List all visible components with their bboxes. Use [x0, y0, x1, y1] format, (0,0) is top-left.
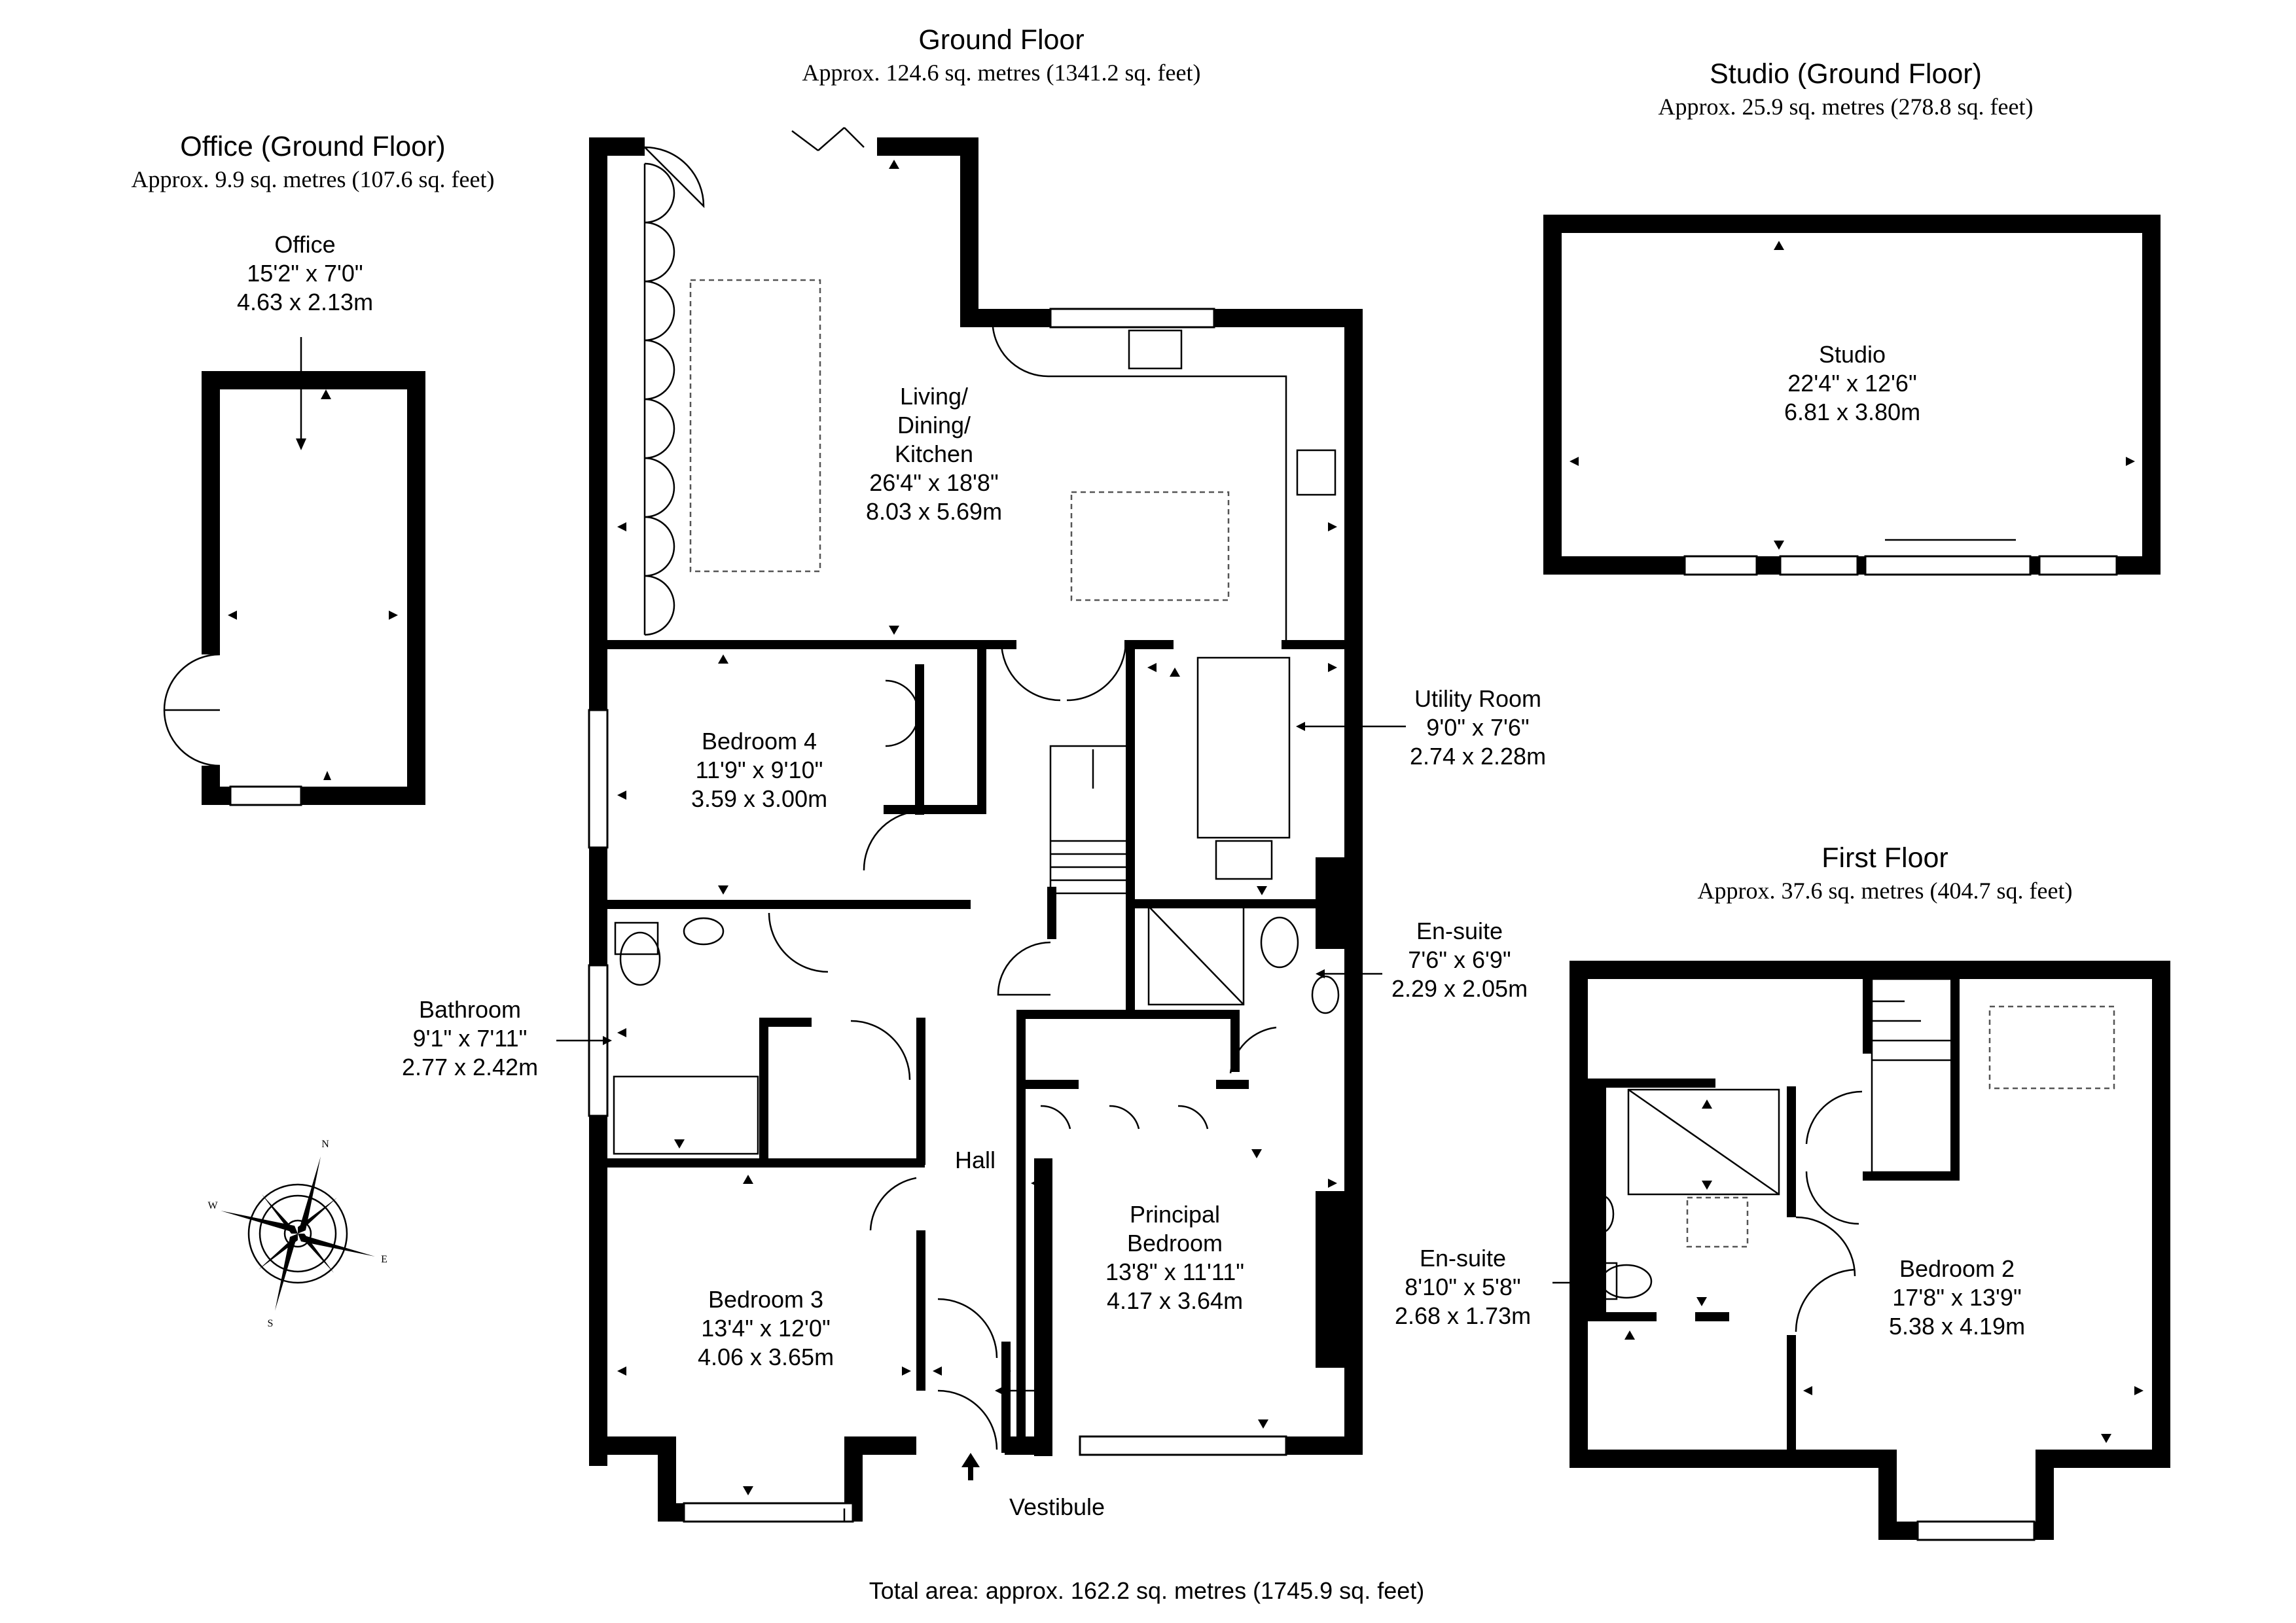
office-title: Office (Ground Floor)	[180, 131, 445, 162]
ground-floor-heading: Ground Floor Approx. 124.6 sq. metres (1…	[802, 24, 1201, 86]
bedroom3-name: Bedroom 3	[708, 1286, 823, 1313]
hall-name: Hall	[955, 1147, 996, 1173]
compass-label-s: S	[268, 1318, 274, 1329]
living-name-line-3: Kitchen	[895, 440, 973, 467]
bedroom4-imperial: 11'9" x 9'10"	[696, 757, 823, 783]
utility-metric: 2.74 x 2.28m	[1410, 743, 1546, 770]
first-floor-stairs	[1871, 978, 1955, 1173]
first-floor-heading: First Floor Approx. 37.6 sq. metres (404…	[1698, 842, 2073, 904]
studio-heading: Studio (Ground Floor) Approx. 25.9 sq. m…	[1659, 58, 2034, 120]
living-name-line-1: Living/	[900, 383, 968, 410]
office-plan: Office 15'2" x 7'0" 4.63 x 2.13m	[163, 231, 425, 806]
studio-area: Approx. 25.9 sq. metres (278.8 sq. feet)	[1659, 94, 2034, 120]
compass-rose: N E S W	[207, 1139, 387, 1329]
living-name-line-2: Dining/	[897, 412, 971, 438]
bedroom4-name: Bedroom 4	[702, 728, 817, 755]
office-heading: Office (Ground Floor) Approx. 9.9 sq. me…	[132, 131, 495, 192]
bathroom-imperial: 9'1" x 7'11"	[413, 1025, 528, 1052]
ground-floor-title: Ground Floor	[918, 24, 1084, 56]
compass-label-n: N	[321, 1139, 329, 1150]
ensuite-ground-name: En-suite	[1416, 918, 1503, 944]
living-metric: 8.03 x 5.69m	[866, 498, 1002, 525]
studio-plan: Studio 22'4" x 12'6" 6.81 x 3.80m	[1543, 215, 2161, 576]
office-room-imperial: 15'2" x 7'0"	[247, 260, 363, 287]
studio-room-name: Studio	[1819, 341, 1886, 368]
bedroom2-metric: 5.38 x 4.19m	[1889, 1313, 2025, 1340]
vestibule-name: Vestibule	[1009, 1493, 1105, 1520]
office-area: Approx. 9.9 sq. metres (107.6 sq. feet)	[132, 166, 495, 192]
ground-floor-area: Approx. 124.6 sq. metres (1341.2 sq. fee…	[802, 60, 1201, 86]
bathroom-metric: 2.77 x 2.42m	[402, 1054, 538, 1080]
total-area: Total area: approx. 162.2 sq. metres (17…	[869, 1577, 1424, 1604]
ground-stairs	[1049, 745, 1134, 895]
office-room-metric: 4.63 x 2.13m	[237, 289, 373, 315]
utility-imperial: 9'0" x 7'6"	[1426, 714, 1529, 741]
office-room-name: Office	[274, 231, 335, 258]
ensuite-first-metric: 2.68 x 1.73m	[1395, 1302, 1531, 1329]
ensuite-first-name: En-suite	[1420, 1245, 1506, 1272]
studio-room-imperial: 22'4" x 12'6"	[1787, 370, 1916, 397]
compass-label-e: E	[381, 1254, 387, 1265]
studio-room-metric: 6.81 x 3.80m	[1784, 399, 1920, 425]
ensuite-first-imperial: 8'10" x 5'8"	[1405, 1274, 1520, 1300]
principal-metric: 4.17 x 3.64m	[1107, 1287, 1243, 1314]
living-imperial: 26'4" x 18'8"	[869, 469, 998, 496]
principal-name-line-1: Principal	[1130, 1201, 1220, 1228]
ground-floor-plan: Living/ Dining/ Kitchen 26'4" x 18'8" 8.…	[402, 127, 1546, 1523]
first-floor-area: Approx. 37.6 sq. metres (404.7 sq. feet)	[1698, 878, 2073, 904]
bedroom2-name: Bedroom 2	[1899, 1255, 2015, 1282]
bedroom4-metric: 3.59 x 3.00m	[691, 785, 827, 812]
principal-imperial: 13'8" x 11'11"	[1105, 1258, 1244, 1285]
studio-title: Studio (Ground Floor)	[1710, 58, 1982, 90]
utility-name: Utility Room	[1414, 685, 1541, 712]
principal-name-line-2: Bedroom	[1127, 1230, 1223, 1257]
ensuite-ground-imperial: 7'6" x 6'9"	[1408, 946, 1511, 973]
compass-label-w: W	[207, 1200, 218, 1211]
bathroom-name: Bathroom	[419, 996, 521, 1023]
bedroom3-imperial: 13'4" x 12'0"	[701, 1315, 830, 1342]
first-floor-plan: En-suite 8'10" x 5'8" 2.68 x 1.73m Bedro…	[1395, 961, 2170, 1541]
bedroom3-metric: 4.06 x 3.65m	[698, 1344, 834, 1370]
first-floor-title: First Floor	[1821, 842, 1948, 874]
bedroom2-imperial: 17'8" x 13'9"	[1892, 1284, 2021, 1311]
ensuite-ground-metric: 2.29 x 2.05m	[1391, 975, 1528, 1002]
